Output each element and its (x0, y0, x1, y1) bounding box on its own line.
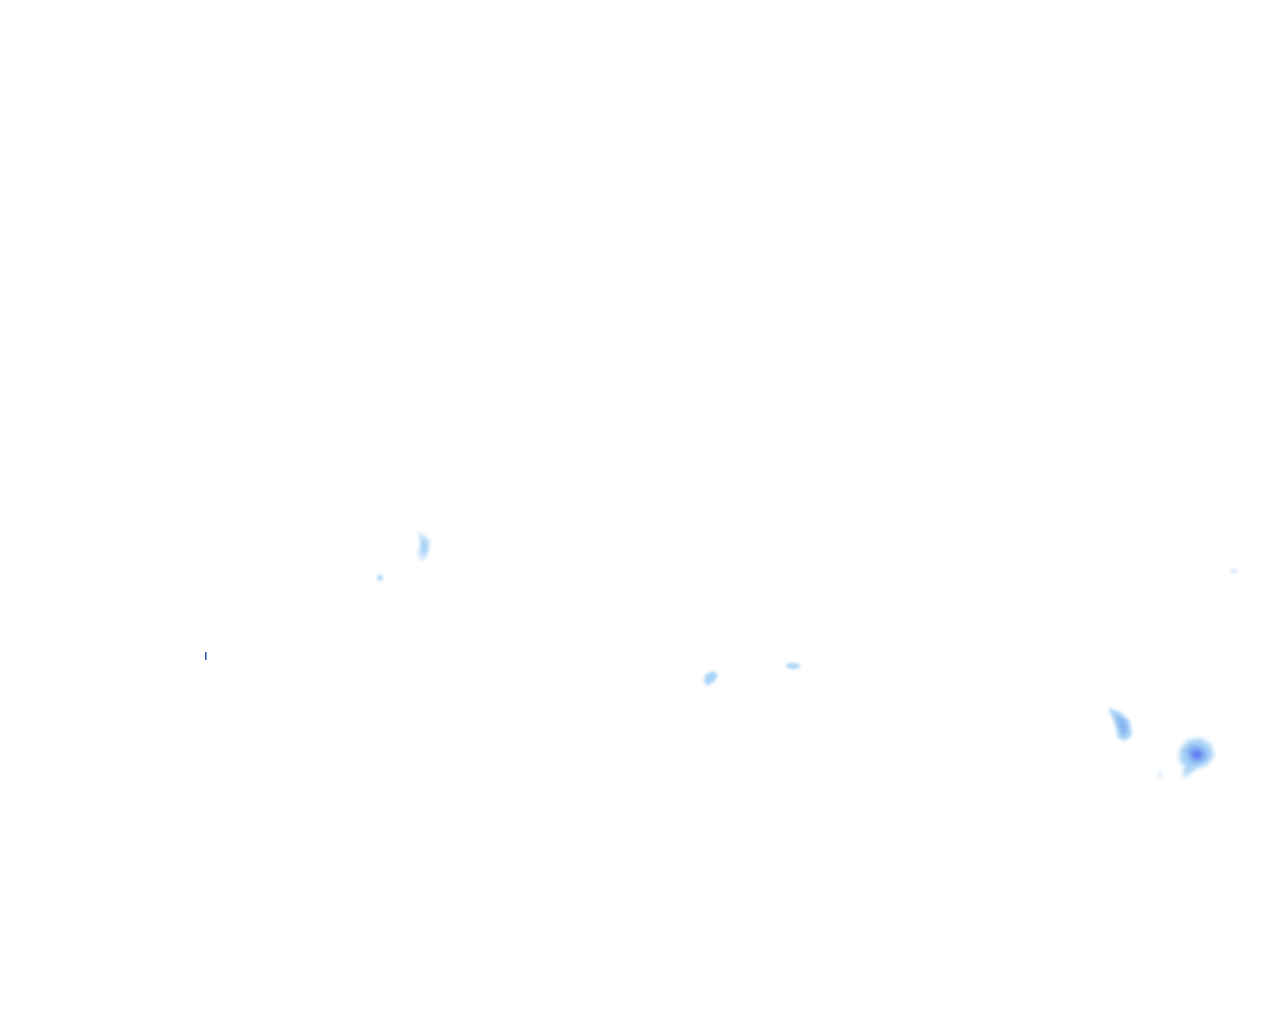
radar-echo-1 (417, 531, 430, 561)
radar-echo-7 (1179, 738, 1214, 778)
radar-echo-2 (377, 575, 383, 581)
radar-marker (205, 652, 207, 660)
radar-echo-8 (1157, 773, 1163, 777)
radar-echo-4 (786, 663, 800, 669)
radar-echo-5 (1230, 569, 1238, 573)
radar-echo-6 (1108, 708, 1132, 741)
radar-echo-3 (704, 671, 718, 686)
radar-echo-cluster (205, 531, 1238, 778)
